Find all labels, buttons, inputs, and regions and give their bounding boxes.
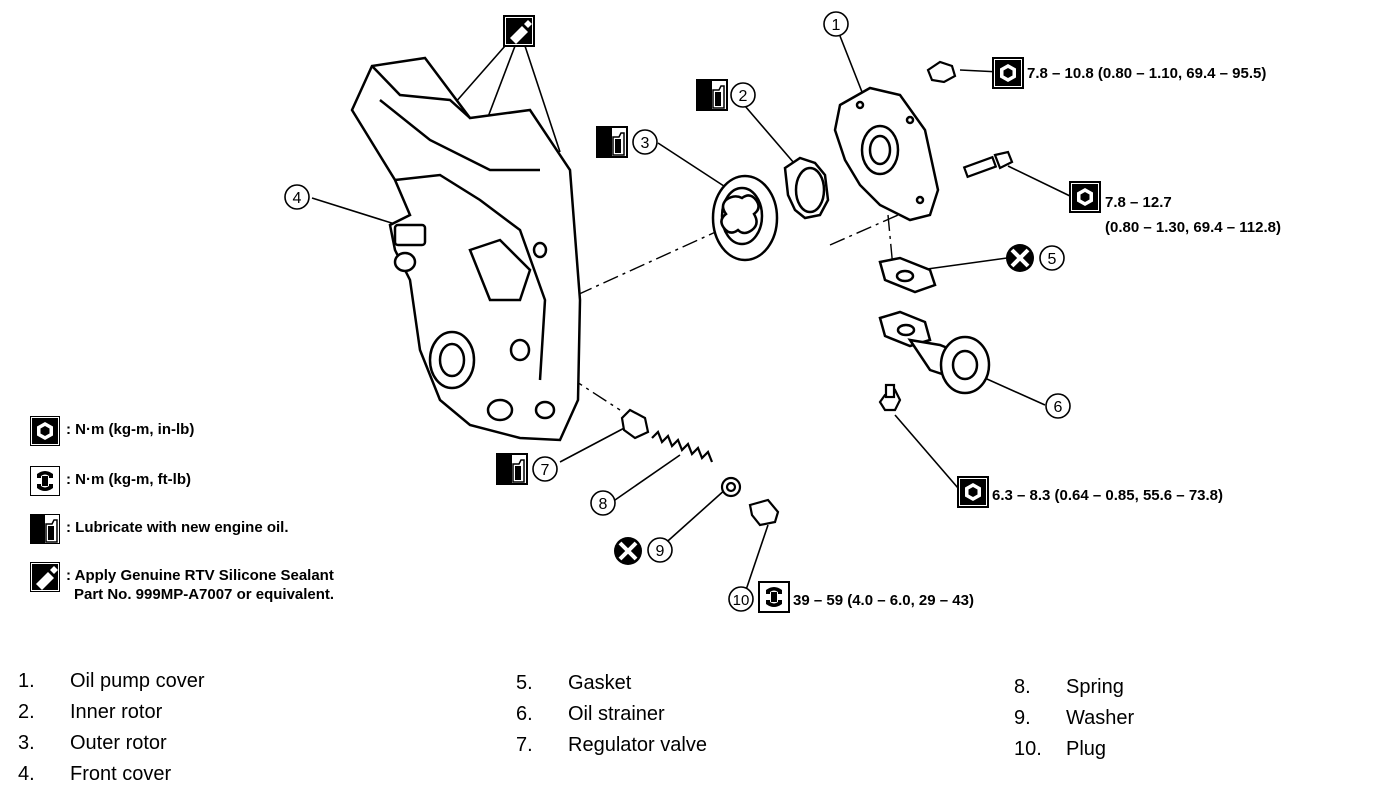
gasket-drawing	[878, 256, 937, 294]
callout-3: 3	[632, 129, 658, 155]
legend-sealant-line1: : Apply Genuine RTV Silicone Sealant	[66, 567, 334, 584]
svg-text:8: 8	[599, 496, 608, 513]
svg-text:10: 10	[733, 592, 750, 609]
legend-sealant-line2: Part No. 999MP-A7007 or equivalent.	[74, 586, 335, 603]
svg-text:1: 1	[832, 17, 841, 34]
callout-2: 2	[730, 82, 756, 108]
engine-oil-icon	[596, 126, 628, 158]
sealant-icon	[503, 15, 535, 47]
washer-replace-icon	[612, 535, 644, 567]
callout-6: 6	[1045, 393, 1071, 419]
callout-8: 8	[590, 490, 616, 516]
part-item: 3.Outer rotor	[18, 732, 167, 754]
callout-5: 5	[1039, 245, 1065, 271]
svg-text:9: 9	[656, 543, 665, 560]
gasket-replace-icon	[1004, 242, 1036, 274]
svg-text:2: 2	[739, 88, 748, 105]
torque-in-lb-icon	[30, 416, 60, 446]
part-item: 2.Inner rotor	[18, 701, 163, 723]
callout-10: 10	[728, 586, 754, 612]
parts-list-col3: 8.Spring 9.Washer 10.Plug	[1014, 672, 1134, 765]
legend-item-sealant: : Apply Genuine RTV Silicone Sealant Par…	[30, 562, 334, 604]
part-item: 6.Oil strainer	[516, 703, 665, 725]
outer-rotor-drawing	[711, 174, 779, 262]
svg-text:4: 4	[293, 190, 302, 207]
part-item: 8.Spring	[1014, 676, 1124, 698]
valve-parts-drawing	[620, 408, 780, 527]
callout-1: 1	[823, 11, 849, 37]
callouts: 1 2 3 4 5 6 7 8 9 10	[284, 11, 1071, 612]
svg-text:5: 5	[1048, 251, 1057, 268]
bolts-drawing	[878, 60, 1014, 412]
engine-oil-icon	[696, 79, 728, 111]
torque-in-lb-icon	[992, 57, 1024, 89]
oil-strainer-drawing	[878, 310, 991, 395]
legend-item-engine-oil: : Lubricate with new engine oil.	[30, 514, 289, 544]
leader-lines	[311, 35, 1071, 591]
torque-in-lb-icon	[1069, 181, 1101, 213]
torque-ft-lb-icon	[30, 466, 60, 496]
engine-oil-icon	[30, 514, 60, 544]
legend-item-in-lb: : N·m (kg-m, in-lb)	[30, 416, 194, 446]
part-item: 7.Regulator valve	[516, 734, 707, 756]
torque-in-lb-icon	[957, 476, 989, 508]
front-cover-drawing	[350, 56, 582, 442]
part-item: 5.Gasket	[516, 672, 632, 694]
torque-ft-lb-icon	[758, 581, 790, 613]
svg-text:3: 3	[641, 135, 650, 152]
part-item: 1.Oil pump cover	[18, 670, 205, 692]
callout-4: 4	[284, 184, 310, 210]
sealant-icon	[30, 562, 60, 592]
oil-pump-cover-drawing	[833, 86, 940, 222]
legend-item-ft-lb: : N·m (kg-m, ft-lb)	[30, 466, 191, 496]
inner-rotor-drawing	[783, 156, 830, 220]
parts-list-col2: 5.Gasket 6.Oil strainer 7.Regulator valv…	[516, 668, 707, 761]
torque-spec-pump-cover-upper: 7.8 – 10.8 (0.80 – 1.10, 69.4 – 95.5)	[1027, 65, 1267, 82]
part-item: 9.Washer	[1014, 707, 1135, 729]
part-item: 4.Front cover	[18, 763, 172, 785]
svg-text:7: 7	[541, 462, 550, 479]
torque-spec-plug: 39 – 59 (4.0 – 6.0, 29 – 43)	[793, 592, 974, 609]
svg-text:6: 6	[1054, 399, 1063, 416]
part-item: 10.Plug	[1014, 738, 1107, 760]
torque-spec-pump-cover-lower: 7.8 – 12.7 (0.80 – 1.30, 69.4 – 112.8)	[1105, 194, 1281, 236]
callout-7: 7	[532, 456, 558, 482]
callout-9: 9	[647, 537, 673, 563]
parts-list-col1: 1.Oil pump cover 2.Inner rotor 3.Outer r…	[18, 666, 205, 790]
engine-oil-icon	[496, 453, 528, 485]
torque-spec-strainer-bolt: 6.3 – 8.3 (0.64 – 0.85, 55.6 – 73.8)	[992, 487, 1224, 504]
